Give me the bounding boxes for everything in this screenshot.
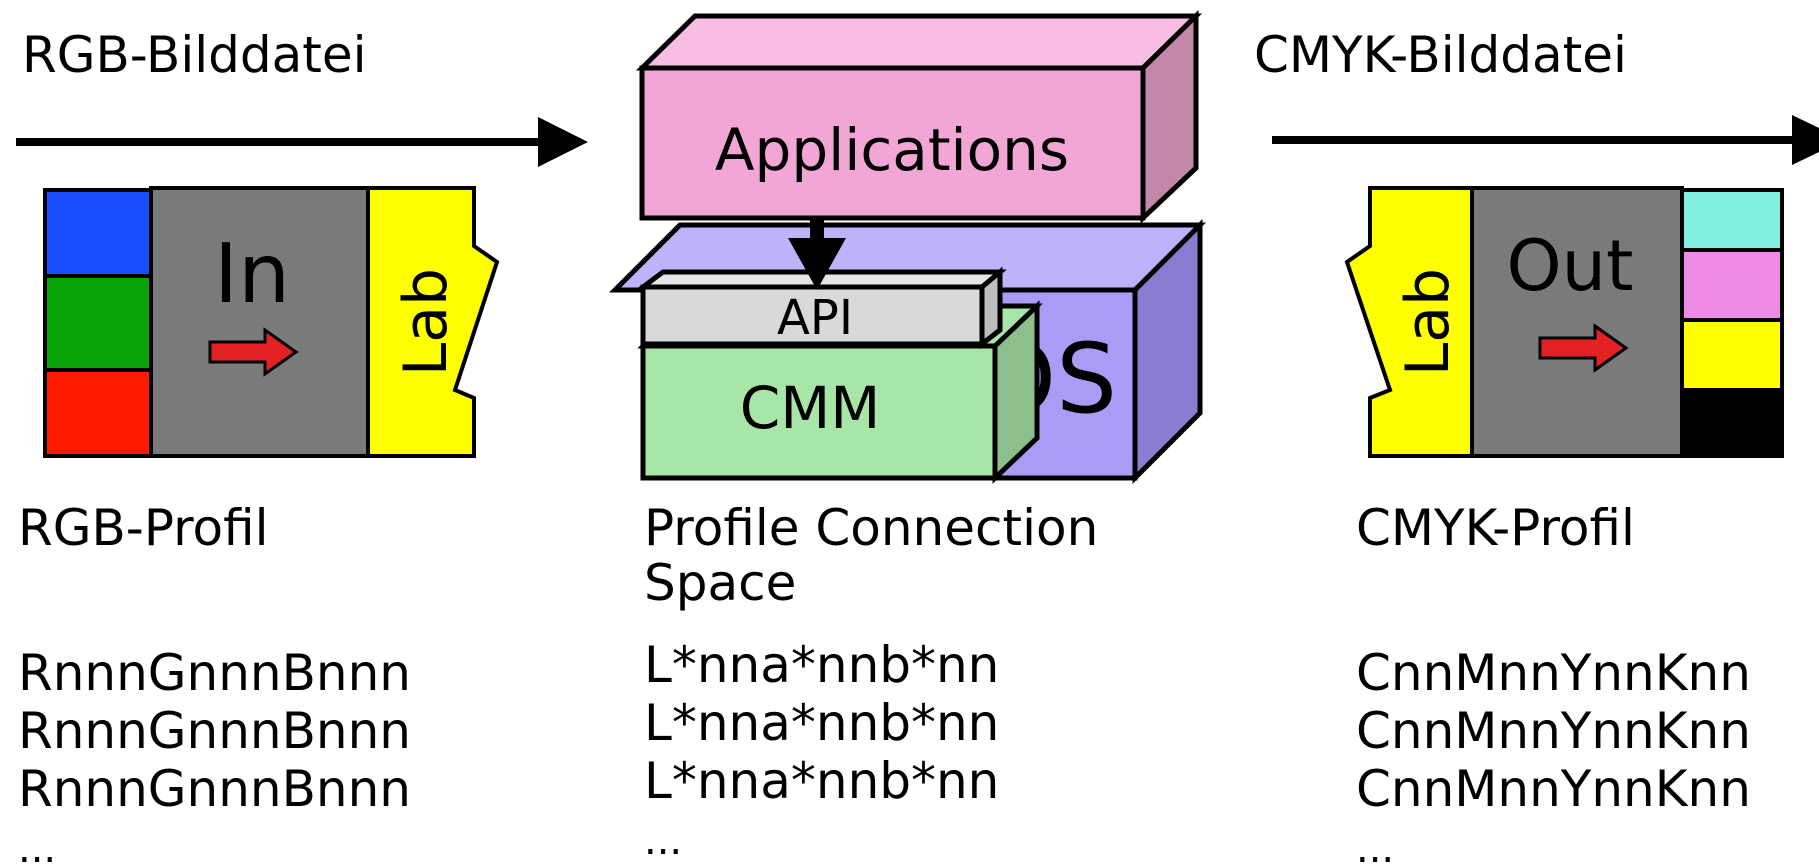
api-block: API xyxy=(635,266,1007,350)
cmyk-data-line-1: CnnMnnYnnKnn xyxy=(1356,644,1751,702)
lab-data-line-1: L*nna*nnb*nn xyxy=(644,636,999,694)
applications-top-face xyxy=(635,13,1203,71)
black-swatch xyxy=(1680,388,1784,458)
rgb-flow-arrow xyxy=(16,117,588,167)
lab-data-line-3: L*nna*nnb*nn xyxy=(644,752,999,810)
cmyk-profile-box: Lab Out xyxy=(1344,186,1784,458)
applications-to-api-arrow xyxy=(788,218,846,290)
blue-swatch xyxy=(43,188,153,280)
api-side-face xyxy=(979,266,1003,350)
rgb-profile-label: RGB-Profil xyxy=(18,499,269,557)
api-label: API xyxy=(777,290,853,346)
cmm-label: CMM xyxy=(740,374,881,442)
pcs-label-line-2: Space xyxy=(644,554,796,612)
red-swatch xyxy=(43,368,153,458)
cmyk-ellipsis: ... xyxy=(1356,826,1394,865)
rgb-data-line-2: RnnnGnnnBnnn xyxy=(18,702,411,760)
magenta-swatch xyxy=(1680,248,1784,322)
cmm-front-face xyxy=(640,343,998,481)
right-section: CMYK-Bilddatei Lab Out CMYK-Profil CnnMn… xyxy=(1254,26,1819,865)
cmyk-file-title: CMYK-Bilddatei xyxy=(1254,26,1627,84)
cmyk-profile-label: CMYK-Profil xyxy=(1356,499,1635,557)
pcs-label-line-1: Profile Connection xyxy=(644,499,1098,557)
out-panel xyxy=(1470,186,1684,458)
yellow-swatch xyxy=(1680,318,1784,392)
lab-ellipsis: ... xyxy=(644,818,682,864)
api-front-face xyxy=(640,284,985,347)
cmyk-flow-arrow xyxy=(1272,115,1819,165)
applications-label: Applications xyxy=(715,116,1069,184)
applications-block: Applications xyxy=(635,10,1203,224)
rgb-profile-box: In Lab xyxy=(43,186,500,458)
left-section: RGB-Bilddatei In Lab RGB-Profil RnnnGnnn… xyxy=(16,26,588,865)
lab-tab-left xyxy=(366,186,500,458)
in-label: In xyxy=(214,227,290,322)
lab-data-line-2: L*nna*nnb*nn xyxy=(644,694,999,752)
cyan-swatch xyxy=(1680,188,1784,252)
lab-label-right: Lab xyxy=(1393,268,1463,376)
lab-label-left: Lab xyxy=(391,268,461,376)
in-arrow-icon xyxy=(208,327,299,377)
rgb-file-title: RGB-Bilddatei xyxy=(22,26,367,84)
rgb-data-line-1: RnnnGnnnBnnn xyxy=(18,644,411,702)
rgb-ellipsis: ... xyxy=(18,826,56,865)
applications-front-face xyxy=(639,65,1146,221)
out-label: Out xyxy=(1507,225,1634,307)
out-arrow-icon xyxy=(1538,323,1629,373)
cmyk-data-line-2: CnnMnnYnnKnn xyxy=(1356,702,1751,760)
rgb-data-line-3: RnnnGnnnBnnn xyxy=(18,760,411,818)
middle-section: OS Applications CMM API Profile xyxy=(608,10,1207,864)
cmyk-data-line-3: CnnMnnYnnKnn xyxy=(1356,760,1751,818)
green-swatch xyxy=(43,274,153,374)
